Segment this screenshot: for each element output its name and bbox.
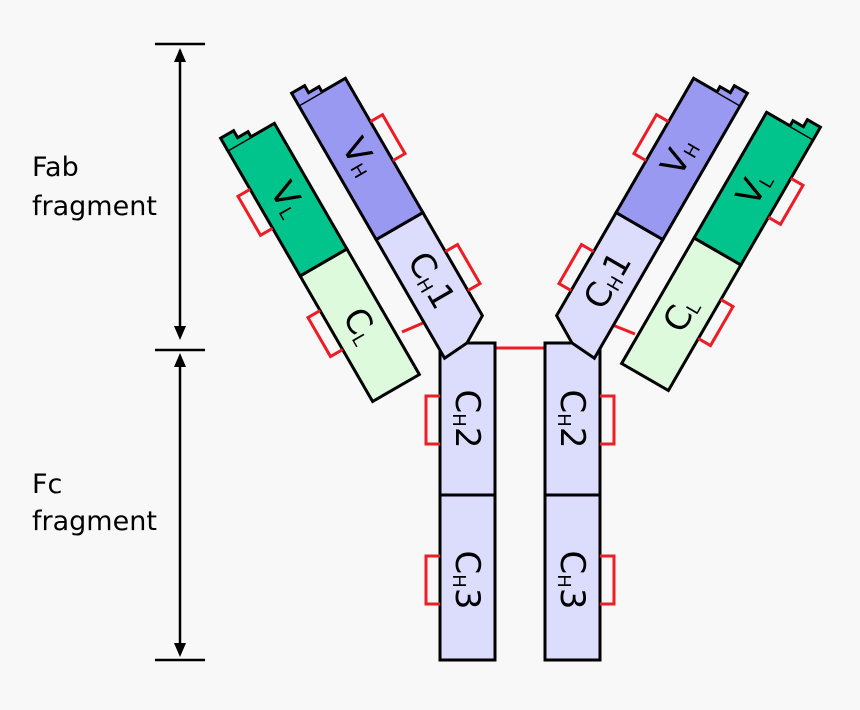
svg-text:CH3: CH3 (447, 551, 487, 610)
left-ch2-main: C (447, 390, 487, 414)
svg-text:CH2: CH2 (447, 390, 487, 449)
left-ch3-main: C (447, 551, 487, 575)
left-ch2-sub: H (449, 413, 470, 427)
fab-label-line1: Fab (32, 152, 79, 183)
left-ch2-domain (438, 341, 497, 497)
fab-label-line2: fragment (32, 191, 157, 222)
svg-text:CH2: CH2 (552, 390, 592, 449)
left-heavy-chain-fab: CH1 VH (289, 76, 485, 361)
right-light-chain: CL VL (619, 110, 823, 393)
right-ch2-main: C (552, 390, 592, 414)
fc-label-line1: Fc (32, 469, 62, 500)
right-ch1-domain (554, 210, 665, 361)
right-ch2-num: 2 (552, 427, 592, 449)
left-ch3-domain (438, 493, 497, 662)
right-ch3-main: C (552, 551, 592, 575)
fc-measure-bar (155, 353, 205, 662)
right-heavy-chain-fab: CH1 VH (554, 76, 750, 361)
fc-label-line2: fragment (32, 506, 157, 537)
left-light-chain: CL VL (218, 121, 422, 404)
right-ch3-sub: H (554, 574, 575, 588)
fab-measure-bar (155, 42, 205, 352)
right-ch2-sub: H (554, 413, 575, 427)
left-ch1-domain (374, 210, 485, 361)
left-heavy-chain-fc: CH2 CH3 (424, 341, 497, 662)
left-ch3-num: 3 (447, 588, 487, 610)
right-ch3-num: 3 (552, 588, 592, 610)
left-ch3-sub: H (449, 574, 470, 588)
left-ch2-num: 2 (447, 427, 487, 449)
right-heavy-chain-fc: CH2 CH3 (543, 341, 616, 662)
svg-text:CH3: CH3 (552, 551, 592, 610)
